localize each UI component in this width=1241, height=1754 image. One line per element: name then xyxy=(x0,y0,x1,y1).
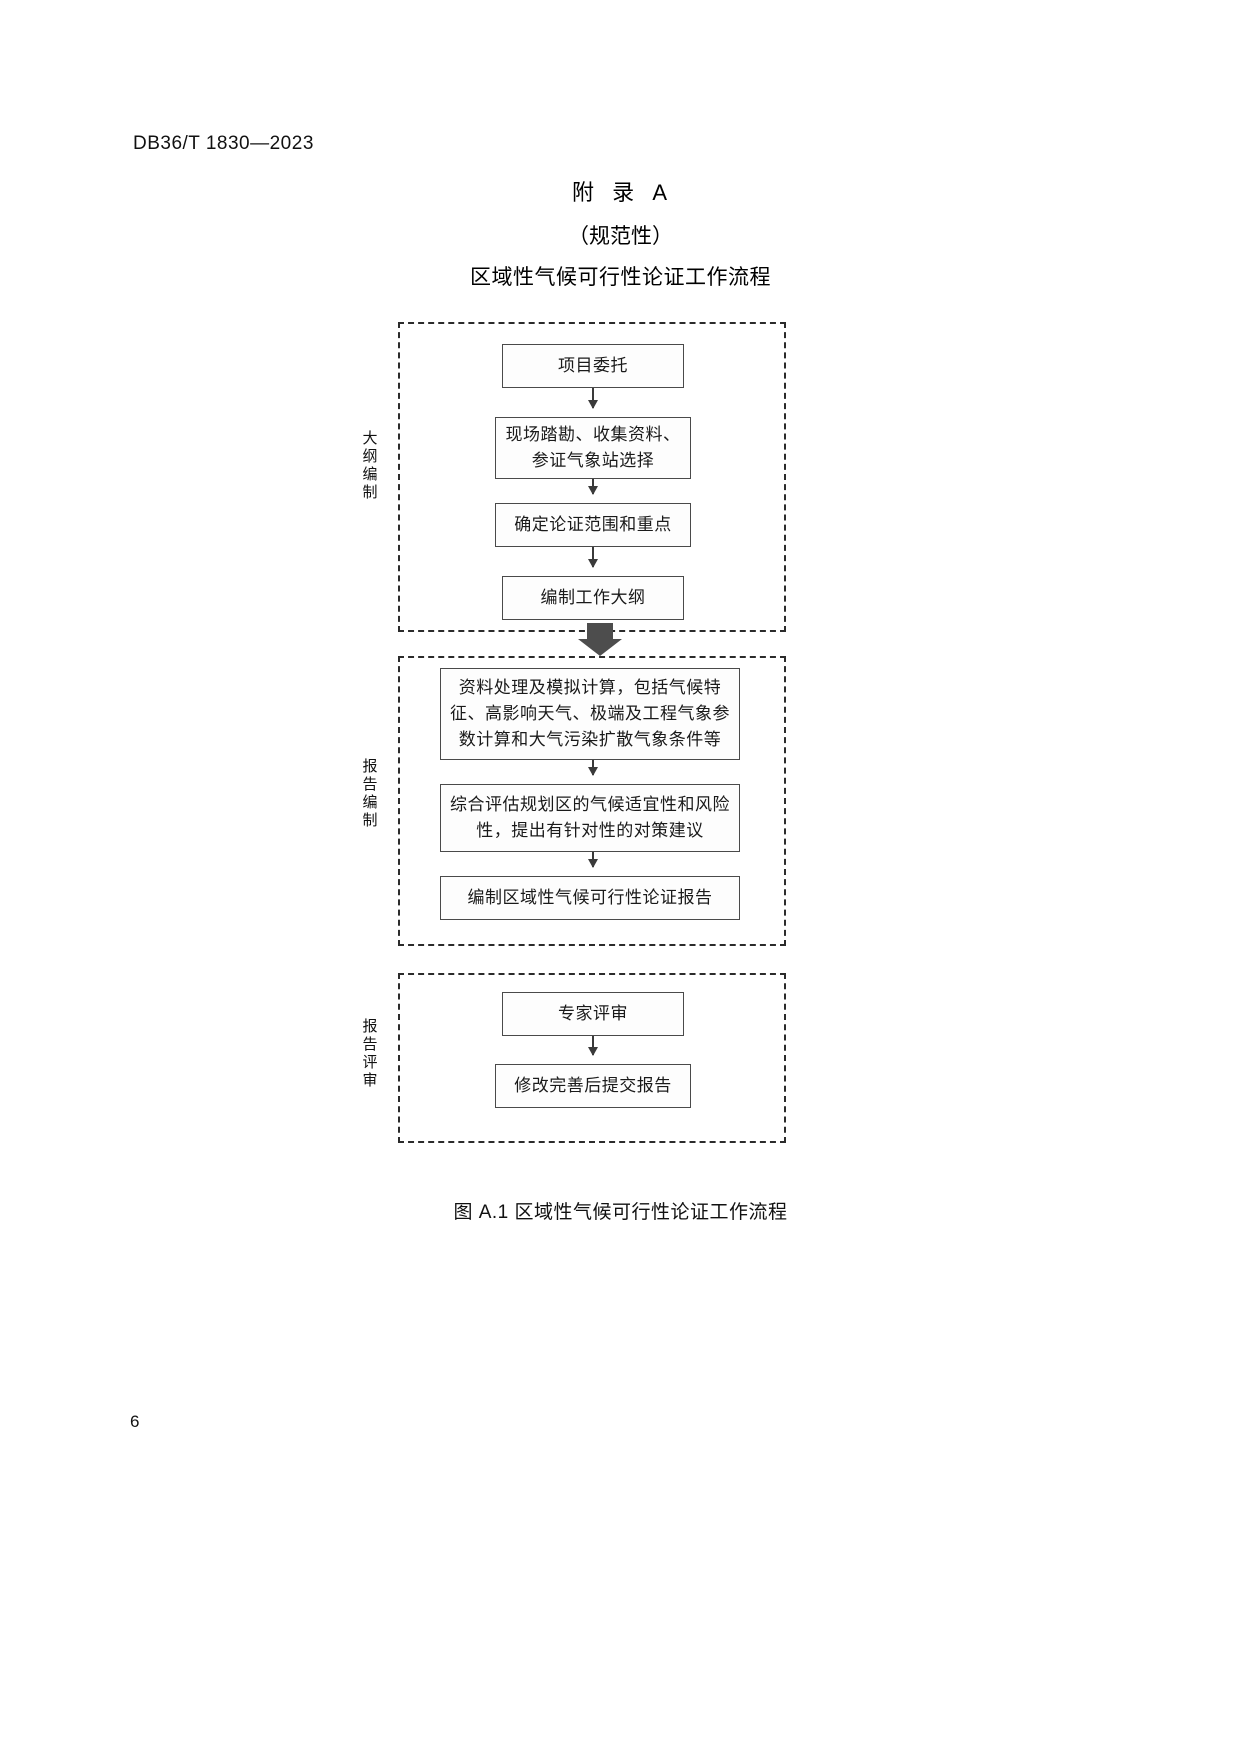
appendix-title: 附 录 A xyxy=(571,180,670,205)
label-char: 纲 xyxy=(362,448,378,465)
flow-arrow-down xyxy=(588,760,598,776)
flow-box-compile-report: 编制区域性气候可行性论证报告 xyxy=(440,876,740,920)
page-header-standard-code: DB36/T 1830—2023 xyxy=(133,133,314,154)
flow-box-expert-review: 专家评审 xyxy=(502,992,684,1036)
flow-box-data-processing: 资料处理及模拟计算，包括气候特 征、高影响天气、极端及工程气象参 数计算和大气污… xyxy=(440,668,740,760)
flow-box-work-outline: 编制工作大纲 xyxy=(502,576,684,620)
figure-caption: 图 A.1 区域性气候可行性论证工作流程 xyxy=(453,1202,788,1223)
flow-group-label-report-review: 报 告 评 审 xyxy=(360,1018,380,1090)
flow-group-label-report-compilation: 报 告 编 制 xyxy=(360,758,380,830)
flow-arrow-down xyxy=(588,1036,598,1056)
flow-arrow-down xyxy=(588,547,598,568)
flow-group-report-review xyxy=(398,973,786,1143)
label-char: 大 xyxy=(362,430,378,447)
label-char: 制 xyxy=(362,484,378,501)
flow-group-report-compilation xyxy=(398,656,786,946)
label-char: 告 xyxy=(362,776,378,793)
label-char: 报 xyxy=(362,758,378,775)
appendix-title-block: 附 录 A （规范性） 区域性气候可行性论证工作流程 xyxy=(0,175,1241,291)
flow-box-scope-and-focus: 确定论证范围和重点 xyxy=(495,503,691,547)
appendix-subject-title: 区域性气候可行性论证工作流程 xyxy=(470,266,771,289)
flowchart: 大 纲 编 制 项目委托 现场踏勘、收集资料、 参证气象站选择 确定论证范围和重… xyxy=(340,318,810,1148)
flow-arrow-down xyxy=(588,388,598,409)
label-char: 审 xyxy=(362,1072,378,1089)
appendix-normative-label: （规范性） xyxy=(568,225,673,248)
label-char: 制 xyxy=(362,812,378,829)
label-char: 报 xyxy=(362,1018,378,1035)
flow-box-submit-report: 修改完善后提交报告 xyxy=(495,1064,691,1108)
label-char: 告 xyxy=(362,1036,378,1053)
flow-arrow-down xyxy=(588,852,598,868)
flow-box-site-survey: 现场踏勘、收集资料、 参证气象站选择 xyxy=(495,417,691,479)
label-char: 评 xyxy=(362,1054,378,1071)
flow-box-project-commission: 项目委托 xyxy=(502,344,684,388)
flow-block-arrow-down xyxy=(578,623,622,656)
block-arrow-stem xyxy=(587,623,613,639)
label-char: 编 xyxy=(362,794,378,811)
flow-group-label-outline-compilation: 大 纲 编 制 xyxy=(360,430,380,502)
flow-arrow-down xyxy=(588,479,598,495)
page-number: 6 xyxy=(130,1412,140,1431)
flow-box-comprehensive-assessment: 综合评估规划区的气候适宜性和风险 性，提出有针对性的对策建议 xyxy=(440,784,740,852)
block-arrow-head xyxy=(578,639,622,656)
label-char: 编 xyxy=(362,466,378,483)
